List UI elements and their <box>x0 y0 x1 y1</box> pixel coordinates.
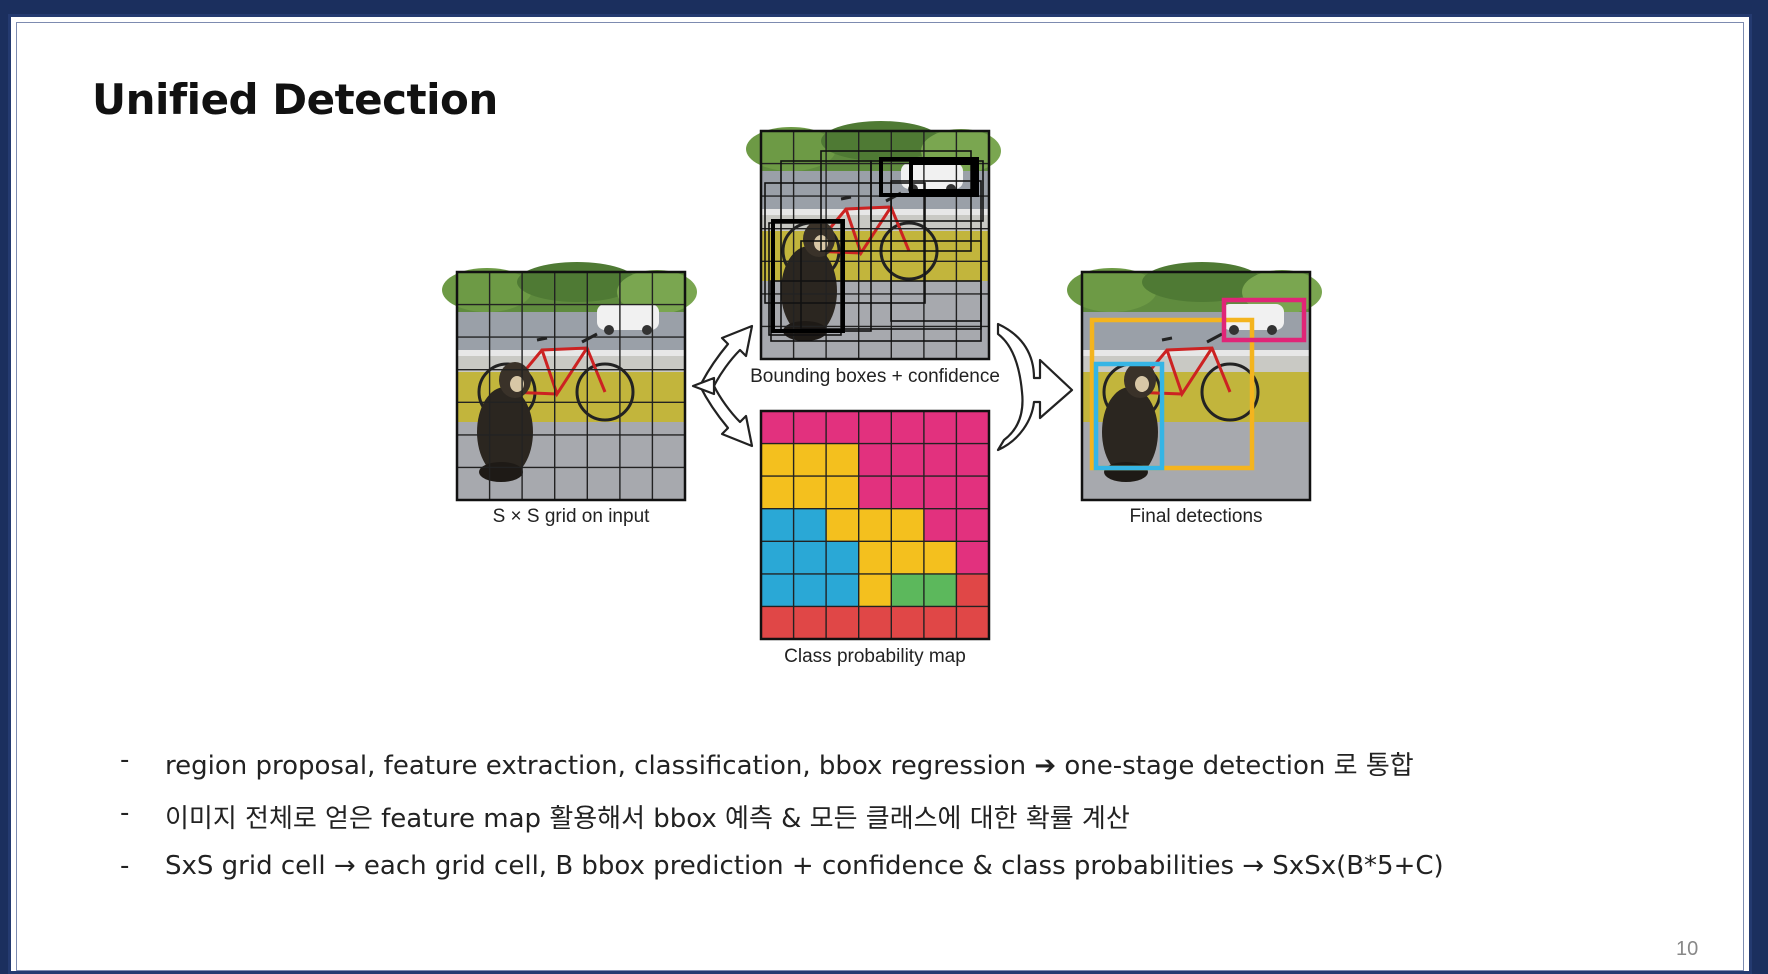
class-cell <box>761 573 795 607</box>
class-cell <box>826 573 860 607</box>
class-cell <box>761 411 795 445</box>
class-cell <box>761 541 795 575</box>
class-cell <box>891 541 925 575</box>
class-cell <box>826 541 860 575</box>
page-number: 10 <box>1676 938 1699 960</box>
caption-final: Final detections <box>1129 506 1263 527</box>
class-cell <box>956 476 990 510</box>
slide-title: Unified Detection <box>92 75 498 124</box>
split-arrow-icon <box>691 324 754 448</box>
bullet-dash: - <box>120 745 130 775</box>
class-cell <box>761 443 795 477</box>
class-cell <box>826 443 860 477</box>
class-cell <box>793 573 827 607</box>
final-detections-image <box>1065 260 1324 502</box>
class-cell <box>858 541 892 575</box>
class-probability-map <box>759 409 991 641</box>
caption-bounding-boxes: Bounding boxes + confidence <box>750 366 1000 387</box>
class-cell <box>923 476 957 510</box>
class-cell <box>858 508 892 542</box>
class-cell <box>761 508 795 542</box>
class-cell <box>793 541 827 575</box>
bullet-dash: - <box>120 798 130 828</box>
class-cell <box>956 606 990 640</box>
class-cell <box>793 411 827 445</box>
class-cell <box>891 443 925 477</box>
class-cell <box>923 508 957 542</box>
class-cell <box>858 443 892 477</box>
class-cell <box>761 606 795 640</box>
class-cell <box>956 541 990 575</box>
class-cell <box>891 573 925 607</box>
class-cell <box>793 476 827 510</box>
class-cell <box>826 411 860 445</box>
class-cell <box>956 443 990 477</box>
merge-arrow-icon <box>996 322 1074 452</box>
caption-input: S × S grid on input <box>492 506 650 527</box>
class-cell <box>923 443 957 477</box>
caption-class-map: Class probability map <box>784 646 966 667</box>
class-cell <box>761 476 795 510</box>
class-cell <box>891 508 925 542</box>
class-cell <box>956 573 990 607</box>
class-cell <box>956 508 990 542</box>
class-cell <box>891 476 925 510</box>
bullet-text: 이미지 전체로 얻은 feature map 활용해서 bbox 예측 & 모든… <box>165 804 1130 834</box>
class-cell <box>858 411 892 445</box>
class-cell <box>793 606 827 640</box>
class-cell <box>858 573 892 607</box>
bullet-text: SxS grid cell → each grid cell, B bbox p… <box>165 851 1444 881</box>
class-cell <box>891 411 925 445</box>
class-cell <box>826 606 860 640</box>
class-cell <box>923 573 957 607</box>
class-cell <box>858 476 892 510</box>
class-cell <box>923 541 957 575</box>
class-cell <box>858 606 892 640</box>
class-cell <box>923 606 957 640</box>
class-cell <box>826 476 860 510</box>
bounding-boxes-image <box>744 119 1003 361</box>
class-cell <box>923 411 957 445</box>
bullet-text: region proposal, feature extraction, cla… <box>165 751 1414 781</box>
bullet-dash: - <box>120 851 130 881</box>
class-cell <box>891 606 925 640</box>
class-cell <box>956 411 990 445</box>
class-cell <box>826 508 860 542</box>
class-cell <box>793 508 827 542</box>
yolo-figure <box>440 119 1324 641</box>
class-cell <box>793 443 827 477</box>
input-grid-image <box>440 260 699 502</box>
